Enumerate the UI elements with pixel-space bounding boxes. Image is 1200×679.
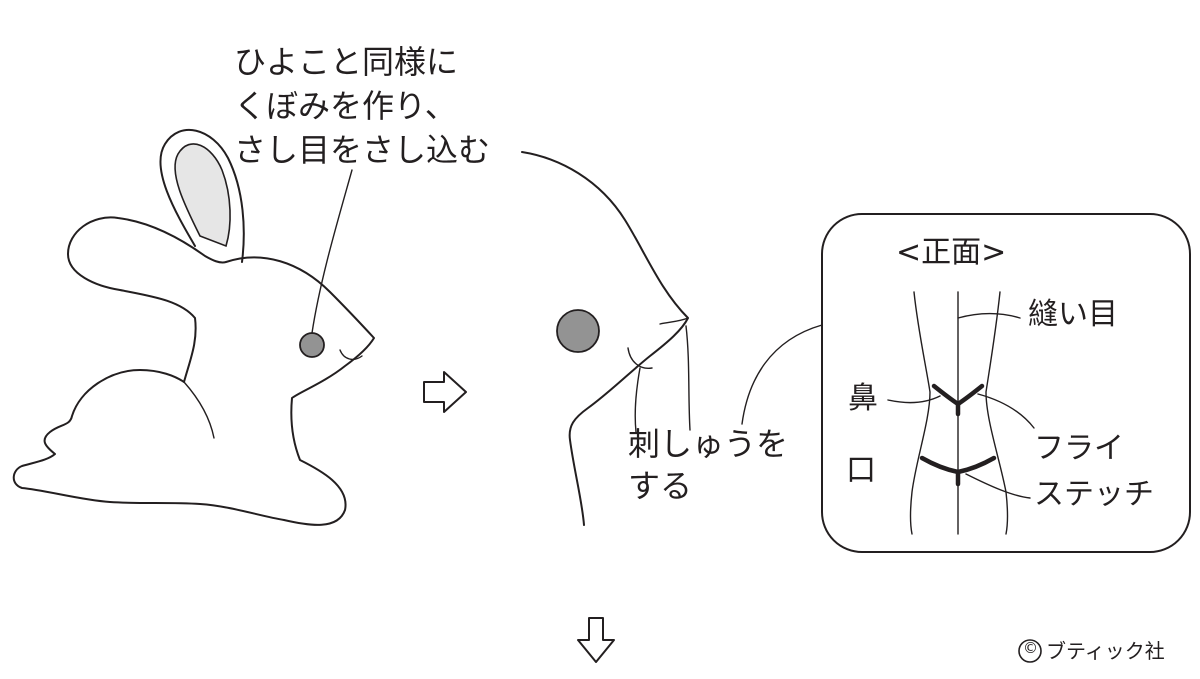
leader-line-eye: [311, 169, 353, 334]
leader-line-nose: [685, 325, 691, 431]
rabbit-body-outline: [12, 216, 375, 526]
stitch-label-line-1: フライ: [1034, 431, 1124, 466]
copyright-symbol: ©: [1023, 639, 1038, 657]
leader-line-stitch-nose: [977, 393, 1035, 429]
rabbit-head-closeup: [521, 151, 691, 526]
closeup-nose-curve: [659, 317, 689, 325]
rabbit-eye: [299, 332, 325, 358]
closeup-mouth: [627, 347, 653, 369]
down-arrow-icon: [577, 617, 615, 663]
leader-line-stitch-mouth: [965, 473, 1031, 499]
leader-line-nose-label: [887, 395, 941, 404]
instruction-top-line-2: くぼみを作り、: [234, 87, 457, 125]
instruction-top-line-3: さし目をさし込む: [234, 131, 491, 169]
stitch-label-line-2: ステッチ: [1034, 477, 1154, 512]
seam-label: 縫い目: [1028, 297, 1118, 332]
instruction-embroider-line-1: 刺しゅうを: [628, 425, 789, 463]
rabbit-body-illustration: [12, 128, 375, 526]
leader-line-panel: [741, 324, 823, 425]
instruction-embroider-line-2: する: [628, 467, 693, 505]
mouth-label: 口: [846, 453, 876, 488]
rabbit-mouth: [339, 349, 363, 361]
rabbit-leg-line: [183, 381, 215, 439]
instruction-top-line-1: ひよこと同様に: [234, 43, 459, 81]
closeup-eye: [556, 309, 600, 353]
detail-panel-frame: [821, 213, 1191, 553]
front-view-illustration: [887, 291, 1035, 535]
front-right-contour: [985, 291, 1009, 535]
rabbit-ear-outer: [159, 128, 245, 263]
detail-panel-title: <正面>: [896, 235, 1007, 270]
leader-line-seam: [957, 312, 1021, 319]
credit-text: ブティック社: [1046, 639, 1165, 663]
leader-line-mouth: [634, 367, 641, 433]
front-left-contour: [909, 291, 931, 535]
right-arrow-icon: [423, 371, 467, 413]
closeup-head-outline: [521, 151, 689, 526]
nose-label: 鼻: [848, 381, 878, 416]
copyright-icon: [1018, 639, 1042, 663]
rabbit-ear-inner: [174, 143, 231, 248]
